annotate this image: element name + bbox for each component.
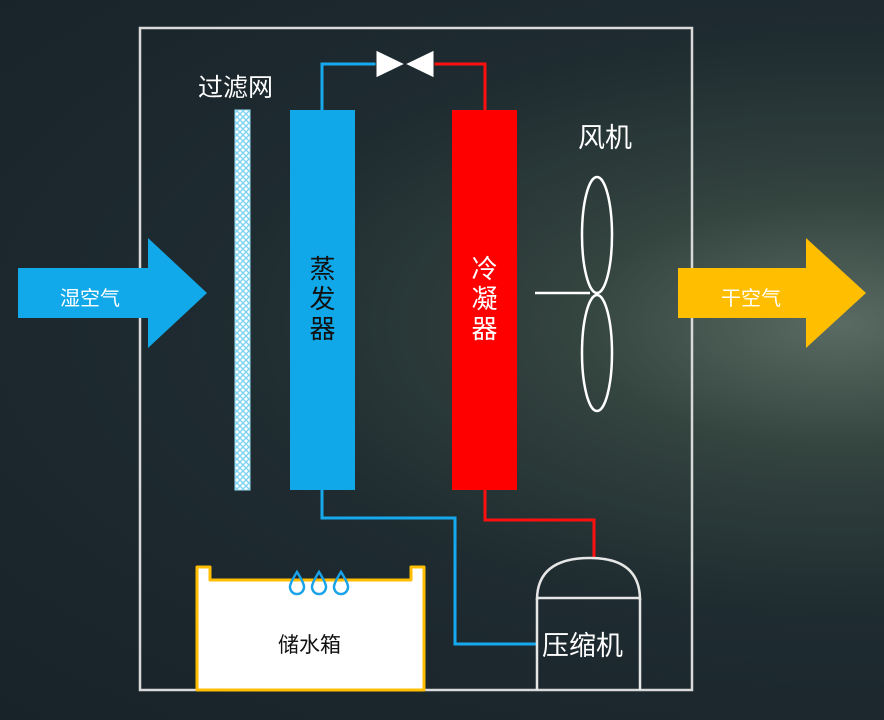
water-drop-icon bbox=[288, 569, 350, 596]
compressor-label: 压缩机 bbox=[542, 631, 623, 662]
condenser-label-char: 冷 bbox=[471, 255, 498, 285]
wet-air-label: 湿空气 bbox=[60, 286, 120, 310]
filter-label: 过滤网 bbox=[198, 73, 274, 102]
filter-mesh-icon bbox=[234, 109, 251, 491]
fan-label: 风机 bbox=[578, 123, 632, 154]
water-tank-label: 储水箱 bbox=[278, 633, 341, 657]
condenser-label-char: 器 bbox=[471, 315, 498, 345]
expansion-valve-icon bbox=[375, 49, 435, 79]
evaporator-label-char: 器 bbox=[309, 315, 336, 345]
dry-air-arrow bbox=[678, 238, 866, 348]
fan-icon bbox=[535, 175, 614, 413]
wet-air-arrow bbox=[18, 238, 207, 348]
condenser-label-char: 凝 bbox=[471, 285, 498, 315]
dry-air-label: 干空气 bbox=[721, 286, 781, 310]
hot-pipe-top bbox=[434, 62, 487, 110]
hot-pipe-bottom bbox=[483, 490, 596, 558]
condenser-label: 冷凝器 bbox=[452, 255, 517, 345]
condenser bbox=[452, 110, 517, 490]
evaporator-label-char: 发 bbox=[309, 285, 336, 315]
compressor bbox=[535, 556, 642, 690]
evaporator bbox=[290, 110, 355, 490]
water-tank bbox=[195, 565, 426, 692]
cold-pipe-top bbox=[320, 62, 376, 110]
cold-pipe-bottom bbox=[320, 490, 537, 646]
evaporator-label: 蒸发器 bbox=[290, 255, 355, 345]
evaporator-label-char: 蒸 bbox=[309, 255, 336, 285]
